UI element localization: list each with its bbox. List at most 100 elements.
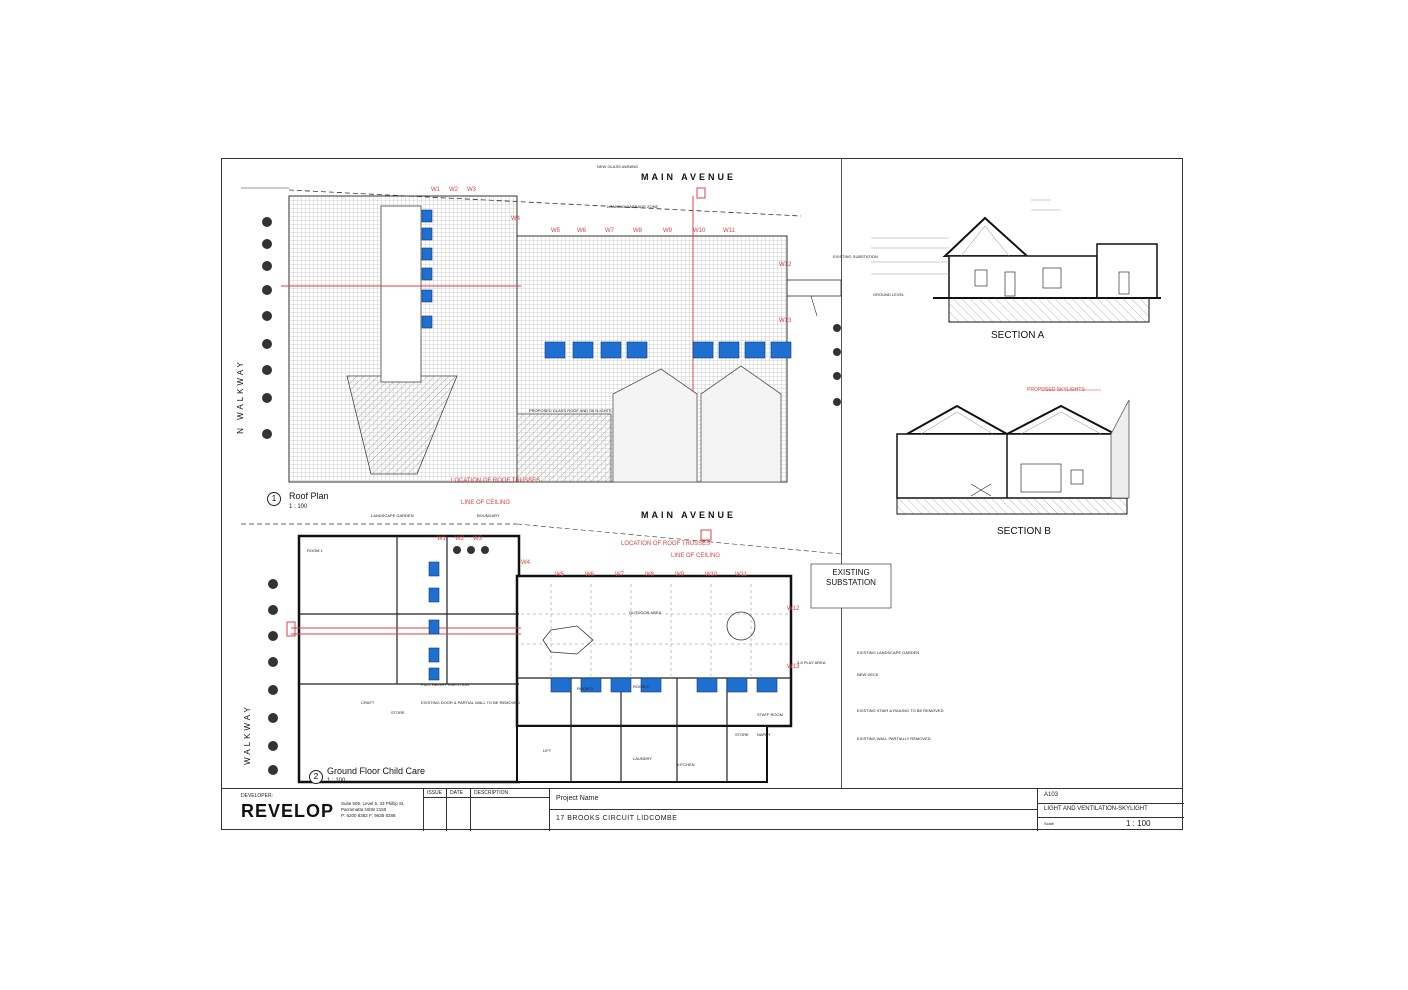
scale-label: Scale — [1044, 821, 1055, 826]
note-wall: EXISTING WALL PARTIALLY REMOVED — [857, 736, 931, 741]
address-line-1: Suite 506, Level 5, 33 Phillip St, — [341, 801, 405, 806]
room-label-1: ROOM 1 — [307, 548, 323, 553]
room-label-3: ROOM 3 — [577, 686, 593, 691]
loading-zone-label: LOADING/GARBAGE ZONE — [607, 204, 659, 209]
roof-skylights — [421, 209, 792, 359]
room-label-store: STORE — [391, 710, 405, 715]
roof-plan-scale: 1 : 100 — [289, 504, 308, 510]
project-name: 17 BROOKS CIRCUIT LIDCOMBE — [556, 815, 678, 822]
svg-text:W7: W7 — [615, 572, 625, 578]
svg-text:W11: W11 — [735, 572, 748, 578]
section-b-drawing — [896, 389, 1130, 515]
proposed-glass-roof-label: PROPOSED GLASS ROOF AND SKYLIGHTS — [529, 408, 612, 413]
roof-gable-2 — [700, 365, 782, 483]
note-door: EXISTING DOOR & PARTIAL WALL TO BE REMOV… — [421, 700, 520, 705]
w4-marker: W4 — [511, 216, 521, 222]
svg-text:W9: W9 — [675, 572, 685, 578]
w7-marker: W7 — [605, 228, 615, 234]
address-line-3: P: 6200 8362 F: 9635 8288 — [341, 813, 396, 818]
address-line-2: Parramatta NSW 2150 — [341, 807, 387, 812]
note-new-deck: NEW DECK — [857, 672, 879, 677]
project-name-label: Project Name — [556, 795, 599, 802]
w9-marker: W9 — [663, 228, 673, 234]
drawing-canvas: W1 W2 W3 W4 W5 W6 W7 W8 W9 W10 W11 W12 W… — [241, 187, 1161, 784]
room-label-2: ROOM 2 — [633, 684, 649, 689]
svg-text:W1: W1 — [437, 536, 447, 542]
walkway-trees-bottom — [268, 546, 489, 775]
roof-ridge — [380, 205, 422, 383]
svg-text:W4: W4 — [521, 560, 531, 566]
main-avenue-label-bottom: MAIN AVENUE — [641, 510, 737, 520]
gf-line-of-ceiling: LINE OF CEILING — [671, 553, 721, 559]
gf-existing-substation: EXISTING SUBSTATION — [826, 568, 876, 587]
roof-existing-substation: EXISTING SUBSTATION — [833, 254, 878, 259]
room-label-outdoor: OUTDOOR AREA — [629, 610, 662, 615]
issue-table: ISSUE DATE DESCRIPTION — [423, 789, 550, 831]
landscape-garden-label: LANDSCAPE GARDEN — [371, 513, 414, 518]
w6-marker: W6 — [577, 228, 587, 234]
roof-plan-title: Roof Plan — [289, 491, 329, 501]
col-date: DATE — [450, 790, 463, 796]
ground-floor-number: 2 — [309, 770, 323, 784]
room-label-laundry: LAUNDRY — [633, 756, 653, 761]
roof-plan-number: 1 — [267, 492, 281, 506]
main-avenue-label-top: MAIN AVENUE — [641, 172, 737, 182]
section-a-drawing — [871, 199, 1161, 323]
developer-label: DEVELOPER: — [241, 793, 273, 799]
roof-gable-1 — [612, 368, 698, 483]
svg-text:W13: W13 — [787, 664, 800, 670]
new-glass-awning-label: NEW GLASS AWNING — [597, 164, 638, 169]
sheet-number: A103 — [1044, 792, 1059, 798]
gf-right-block — [515, 574, 793, 728]
sheet-divider — [841, 158, 842, 788]
room-label-craft: CRAFT — [361, 700, 375, 705]
note-partition: FULL HEIGHT PARTITION — [421, 682, 469, 687]
w5-marker: W5 — [551, 228, 561, 234]
section-b-title: SECTION B — [997, 526, 1051, 537]
w13-marker: W13 — [779, 318, 792, 324]
ground-level-label: GROUND LEVEL — [873, 292, 905, 297]
sheet-cell: A103 LIGHT AND VENTILATION-SKYLIGHT Scal… — [1037, 789, 1184, 831]
svg-text:W10: W10 — [705, 572, 718, 578]
walkway-label-top: N WALKWAY — [235, 359, 245, 434]
note-landscape: EXISTING LANDSCAPE GARDEN — [857, 650, 920, 655]
w3-marker: W3 — [467, 187, 477, 193]
w2-marker: W2 — [449, 187, 459, 193]
roof-plan: W1 W2 W3 W4 W5 W6 W7 W8 W9 W10 W11 W12 W… — [241, 187, 842, 483]
roof-glass — [516, 413, 612, 483]
boundary-label: BOUNDARY — [477, 513, 500, 518]
gf-left-block — [297, 534, 521, 784]
room-label-play: 3-5 PLAY AREA — [797, 660, 826, 665]
w1-marker: W1 — [431, 187, 441, 193]
sheet-title: LIGHT AND VENTILATION-SKYLIGHT — [1044, 806, 1148, 812]
w8-marker: W8 — [633, 228, 643, 234]
roof-line-of-ceiling: LINE OF CEILING — [461, 500, 511, 506]
boundary-line — [288, 189, 802, 217]
project-cell: Project Name 17 BROOKS CIRCUIT LIDCOMBE — [549, 789, 1038, 831]
drawing-sheet: W1 W2 W3 W4 W5 W6 W7 W8 W9 W10 W11 W12 W… — [221, 144, 1185, 834]
svg-text:W6: W6 — [585, 572, 595, 578]
room-label-lift: LIFT — [543, 748, 552, 753]
drawing-frame — [221, 158, 1183, 830]
room-label-kitchen: KITCHEN — [677, 762, 695, 767]
room-label-staff: STAFF ROOM — [757, 712, 783, 717]
walkway-label-bottom: WALKWAY — [242, 704, 252, 765]
w11-marker: W11 — [723, 228, 736, 234]
room-label-nappy: NAPPY — [757, 732, 771, 737]
gf-service-block — [516, 725, 768, 783]
svg-text:W2: W2 — [455, 536, 465, 542]
scale-value: 1 : 100 — [1126, 819, 1151, 828]
svg-text:W12: W12 — [787, 606, 800, 612]
roof-location-trusses: LOCATION OF ROOF TRUSSES — [451, 478, 541, 484]
col-issue: ISSUE — [427, 790, 443, 796]
title-block: DEVELOPER: REVELOP Suite 506, Level 5, 3… — [221, 788, 1184, 831]
ground-floor-title: Ground Floor Child Care — [327, 766, 426, 776]
developer-logo: REVELOP — [241, 801, 335, 821]
col-description: DESCRIPTION — [474, 790, 509, 796]
ground-floor-scale: 1 : 100 — [327, 778, 346, 784]
gf-skylights — [428, 561, 778, 693]
w10-marker: W10 — [693, 228, 706, 234]
gf-location-trusses: LOCATION OF ROOF TRUSSES — [621, 541, 711, 547]
w12-marker: W12 — [779, 262, 792, 268]
